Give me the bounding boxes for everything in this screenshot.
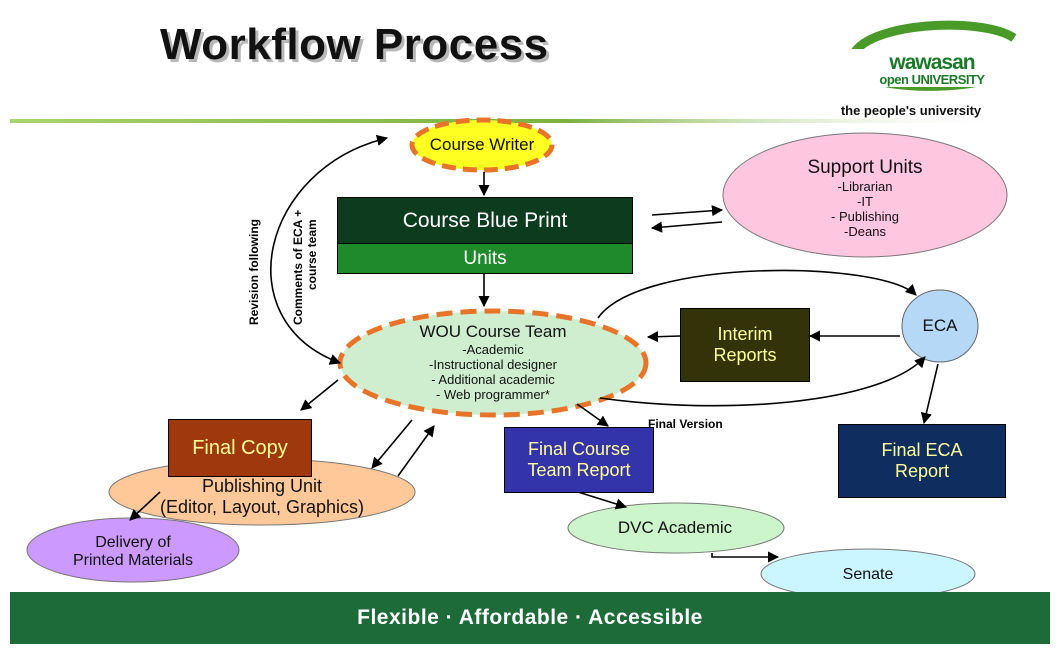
- course-writer-node: [409, 117, 555, 173]
- dvc-label: DVC Academic: [617, 518, 733, 537]
- final-eca-report-box: Final ECA Report: [838, 424, 1006, 498]
- dvc-node: [567, 502, 785, 554]
- final-course-line1: Final Course: [527, 439, 631, 459]
- arrow-support-blueprint: [650, 221, 723, 233]
- support-item-it: -IT: [857, 194, 873, 209]
- delivery-line1: Delivery of: [95, 534, 171, 551]
- university-logo: wawasan open UNIVERSITY: [832, 18, 1024, 98]
- final-course-report-box: Final Course Team Report: [504, 427, 654, 493]
- course-writer-label: Course Writer: [429, 135, 535, 154]
- arrow-final-version: [599, 356, 926, 407]
- wou-team-item-additional: - Additional academic: [431, 372, 555, 387]
- support-item-publishing: - Publishing: [831, 209, 899, 224]
- blueprint-units-label: Units: [463, 247, 507, 269]
- publishing-unit-text: Publishing Unit (Editor, Layout, Graphic…: [142, 474, 382, 520]
- blueprint-units: Units: [337, 243, 633, 274]
- eca-node: [901, 289, 979, 363]
- logo-text-line1: wawasan: [888, 51, 974, 74]
- comments-label-line2: course team: [305, 219, 319, 290]
- arrow-publishing-team: [397, 425, 435, 477]
- support-units-title: Support Units: [807, 157, 923, 178]
- arrow-team-final-copy: [300, 379, 339, 411]
- wou-team-item-web: - Web programmer*: [436, 387, 550, 402]
- arrow-team-final-report: [576, 403, 609, 427]
- arrow-publishing-delivery: [129, 491, 161, 521]
- delivery-text: Delivery of Printed Materials: [40, 530, 226, 574]
- arrow-blueprint-support: [651, 205, 724, 217]
- page-title: Workflow Process: [160, 20, 549, 69]
- arrow-team-publishing: [371, 419, 413, 469]
- blueprint-title: Course Blue Print: [402, 208, 568, 232]
- interim-line2: Reports: [713, 345, 777, 365]
- blueprint-box: Course Blue Print: [337, 197, 633, 244]
- senate-label: Senate: [842, 566, 894, 583]
- final-copy-box: Final Copy: [168, 419, 312, 477]
- revision-label: Revision following: [247, 219, 261, 325]
- wou-team-item-designer: -Instructional designer: [429, 357, 557, 372]
- publishing-line1: Publishing Unit: [201, 476, 323, 496]
- interim-reports-box: Interim Reports: [680, 308, 810, 382]
- interim-line1: Interim: [717, 324, 773, 344]
- footer-banner: Flexible · Affordable · Accessible: [10, 592, 1050, 644]
- delivery-line2: Printed Materials: [72, 552, 194, 569]
- comments-label-line1: Comments of ECA +: [291, 210, 305, 325]
- final-version-label: Final Version: [648, 417, 723, 431]
- wou-team-title: WOU Course Team: [419, 322, 567, 341]
- arrow-final-report-dvc: [577, 491, 628, 510]
- final-eca-line2: Report: [894, 461, 950, 481]
- wou-team-text: WOU Course Team -Academic -Instructional…: [373, 316, 613, 408]
- support-item-librarian: -Librarian: [837, 179, 893, 194]
- arrow-team-eca: [597, 269, 917, 319]
- support-units-node: [722, 132, 1008, 258]
- final-course-line2: Team Report: [527, 460, 631, 480]
- publishing-line2: (Editor, Layout, Graphics): [159, 497, 365, 517]
- tagline: the people's university: [840, 103, 982, 118]
- arrow-dvc-senate: [711, 551, 780, 563]
- arrow-eca-final-report: [920, 363, 939, 425]
- support-units-text: Support Units -Librarian -IT - Publishin…: [760, 148, 970, 248]
- wou-team-item-academic: -Academic: [462, 342, 524, 357]
- arrow-revision-loop: [270, 134, 389, 365]
- eca-label: ECA: [922, 316, 958, 335]
- final-eca-line1: Final ECA: [881, 440, 963, 460]
- support-item-deans: -Deans: [844, 224, 886, 239]
- arrow-interim-team: [646, 331, 681, 343]
- final-copy-label: Final Copy: [192, 436, 288, 459]
- header-rule: [10, 119, 1020, 123]
- logo-text-line2: open UNIVERSITY: [879, 72, 985, 87]
